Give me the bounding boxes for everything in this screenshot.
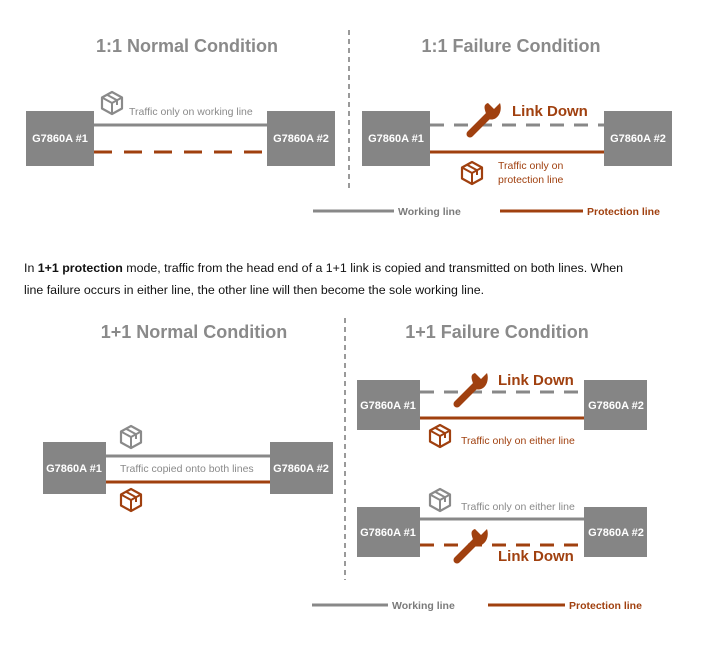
node-a xyxy=(362,111,430,166)
failure-note-line2: protection line xyxy=(498,174,564,186)
top-normal-diagram: G7860A #1 G7860A #2 Traffic only on work… xyxy=(26,90,335,166)
normal-note: Traffic copied onto both lines xyxy=(120,463,254,475)
bottom-normal-title: 1+1 Normal Condition xyxy=(101,322,288,342)
node-b xyxy=(604,111,672,166)
node-b-label: G7860A #2 xyxy=(610,133,666,145)
top-failure-title: 1:1 Failure Condition xyxy=(421,36,600,56)
node-a-label: G7860A #1 xyxy=(360,527,416,539)
normal-note: Traffic only on working line xyxy=(129,106,253,118)
link-down-label: Link Down xyxy=(498,372,574,389)
top-normal-title: 1:1 Normal Condition xyxy=(96,36,278,56)
package-icon xyxy=(100,90,124,116)
node-a xyxy=(43,442,106,494)
top-failure-diagram: G7860A #1 G7860A #2 Link Down Traffic on… xyxy=(362,103,672,186)
node-b-label: G7860A #2 xyxy=(273,133,329,145)
legend-working-label: Working line xyxy=(398,206,461,218)
description-paragraph: In 1+1 protection mode, traffic from the… xyxy=(24,257,684,301)
link-down-label: Link Down xyxy=(512,103,588,120)
top-legend: Working line Protection line xyxy=(313,206,660,218)
node-b xyxy=(584,507,647,557)
bottom-normal-diagram: G7860A #1 G7860A #2 Traffic copied onto … xyxy=(43,424,333,513)
para-prefix: In xyxy=(24,261,38,275)
para-line1-rest: mode, traffic from the head end of a 1+1… xyxy=(122,261,623,275)
para-bold-term: 1+1 protection xyxy=(37,261,123,275)
bottom-failure-title: 1+1 Failure Condition xyxy=(405,322,589,342)
node-b-label: G7860A #2 xyxy=(273,463,329,475)
package-icon xyxy=(428,423,452,449)
package-icon xyxy=(460,160,484,186)
node-a-label: G7860A #1 xyxy=(32,133,88,145)
failure-note-line1: Traffic only on xyxy=(498,160,564,172)
node-b xyxy=(267,111,335,166)
node-a-label: G7860A #1 xyxy=(360,400,416,412)
node-a xyxy=(357,507,420,557)
bottom-failure-diagram-1: G7860A #1 G7860A #2 Link Down Traffic on… xyxy=(357,372,647,449)
node-b xyxy=(584,380,647,430)
node-a xyxy=(357,380,420,430)
bottom-failure-diagram-2: G7860A #1 G7860A #2 Traffic only on eith… xyxy=(357,487,647,565)
wrench-icon xyxy=(457,373,488,404)
legend-protection-label: Protection line xyxy=(587,206,660,218)
package-icon xyxy=(428,487,452,513)
legend-working-label: Working line xyxy=(392,600,455,612)
wrench-icon xyxy=(470,103,501,134)
package-icon xyxy=(119,487,143,513)
wrench-icon xyxy=(457,529,488,560)
node-b-label: G7860A #2 xyxy=(588,400,644,412)
node-a-label: G7860A #1 xyxy=(368,133,424,145)
node-b-label: G7860A #2 xyxy=(588,527,644,539)
node-b xyxy=(270,442,333,494)
either-note: Traffic only on either line xyxy=(461,501,575,513)
node-a xyxy=(26,111,94,166)
either-note: Traffic only on either line xyxy=(461,435,575,447)
link-down-label: Link Down xyxy=(498,548,574,565)
para-line2: line failure occurs in either line, the … xyxy=(24,283,485,297)
package-icon xyxy=(119,424,143,450)
node-a-label: G7860A #1 xyxy=(46,463,102,475)
bottom-legend: Working line Protection line xyxy=(312,600,642,612)
legend-protection-label: Protection line xyxy=(569,600,642,612)
